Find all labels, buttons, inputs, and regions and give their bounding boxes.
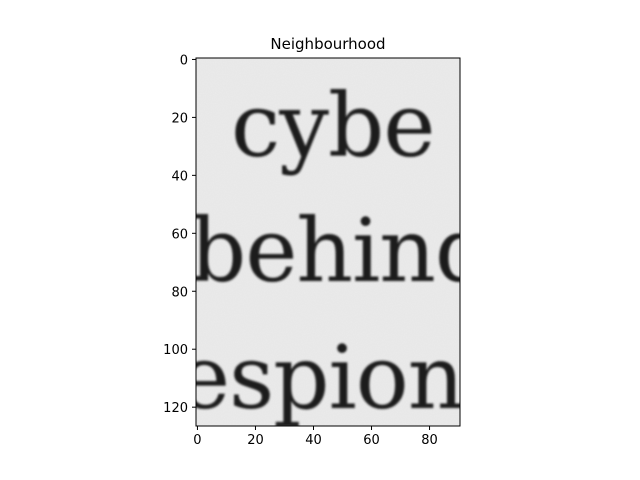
- y-tick-label: 40: [171, 169, 188, 184]
- word-espion: espion: [178, 326, 463, 429]
- y-tick-label: 20: [171, 111, 188, 126]
- scanned-text: cybe behind espion: [178, 74, 490, 429]
- x-tick-label: 20: [247, 433, 264, 448]
- plot-title: Neighbourhood: [270, 35, 385, 53]
- y-tick-label: 60: [171, 227, 188, 242]
- y-axis: 0 20 40 60 80 100 120: [163, 53, 196, 416]
- y-tick-label: 80: [171, 285, 188, 300]
- x-tick-label: 80: [421, 433, 438, 448]
- x-tick-label: 60: [363, 433, 380, 448]
- axes-frame: [195, 57, 461, 427]
- word-behind: behind: [190, 199, 490, 302]
- y-tick-label: 100: [163, 343, 188, 358]
- x-tick-label: 40: [305, 433, 322, 448]
- x-tick-label: 0: [193, 433, 201, 448]
- y-tick-label: 0: [180, 53, 188, 68]
- paper-texture: [196, 58, 460, 426]
- word-cybe: cybe: [231, 74, 434, 177]
- y-tick-label: 120: [163, 401, 188, 416]
- x-axis: 0 20 40 60 80: [193, 426, 438, 448]
- image-area: cybe behind espion: [178, 58, 490, 429]
